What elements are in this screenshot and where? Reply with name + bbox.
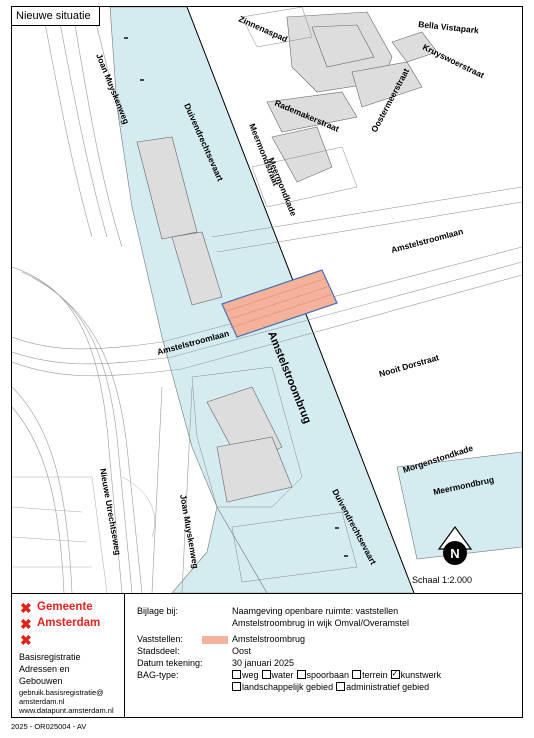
logo-gemeente: Gemeente	[37, 601, 93, 613]
map-area: Zinnenaspad Bella Vistapark Kruyswoerstr…	[12, 7, 522, 593]
bag-option-label: kunstwerk	[400, 670, 442, 680]
north-arrow-icon: N	[437, 525, 473, 565]
footer-code: 2025 - OR025004 - AV	[11, 722, 87, 731]
empty-box-icon	[336, 682, 346, 691]
contact-email-line-2: amsterdam.nl	[19, 697, 65, 706]
bag-option-label: landschappelijk gebied	[242, 682, 334, 692]
datum-label: Datum tekening:	[137, 658, 203, 668]
map-drawing: Zinnenaspad Bella Vistapark Kruyswoerstr…	[12, 7, 522, 593]
empty-box-icon	[232, 670, 241, 679]
dept-line-3: Gebouwen	[19, 676, 63, 686]
contact-website: www.datapunt.amsterdam.nl	[19, 706, 114, 715]
x-mark-icon: ✖	[20, 632, 32, 648]
dept-line-2: Adressen en	[19, 664, 70, 674]
logo-amsterdam: Amsterdam	[37, 617, 101, 629]
bag-type-label: BAG-type:	[137, 670, 179, 680]
x-mark-icon: ✖	[20, 600, 32, 616]
checked-box-icon	[390, 668, 400, 679]
empty-box-icon	[261, 670, 271, 679]
map-title: Nieuwe situatie	[12, 7, 100, 26]
vaststellen-label: Vaststellen:	[137, 634, 183, 644]
logo-column: ✖ ✖ ✖ Gemeente Amsterdam Basisregistrati…	[12, 594, 125, 718]
empty-box-icon	[296, 670, 306, 679]
empty-box-icon	[232, 682, 241, 691]
bag-options-row-2: landschappelijk gebied administratief geb…	[232, 682, 432, 693]
bag-option-label: terrein	[362, 670, 388, 680]
x-mark-icon: ✖	[20, 616, 32, 632]
dept-line-1: Basisregistratie	[19, 652, 81, 662]
empty-box-icon	[352, 670, 362, 679]
north-label: N	[450, 546, 459, 561]
contact-email-line-1: gebruik.basisregistratie@	[19, 688, 104, 697]
bijlage-label: Bijlage bij:	[137, 606, 179, 616]
stadsdeel-label: Stadsdeel:	[137, 646, 180, 656]
bag-option-administratief-gebied: administratief gebied	[336, 682, 429, 692]
bag-option-weg: weg	[232, 670, 259, 680]
bijlage-line-1: Naamgeving openbare ruimte: vaststellen	[232, 606, 399, 616]
bag-option-landschappelijk-gebied: landschappelijk gebied	[232, 682, 333, 692]
bag-option-label: water	[271, 670, 294, 680]
stadsdeel-value: Oost	[232, 646, 252, 656]
highlight-legend-swatch	[202, 636, 228, 644]
bag-option-kunstwerk: kunstwerk	[390, 668, 442, 680]
side-water	[396, 451, 522, 560]
bag-options-row-1: weg water spoorbaan terrein kunstwerk	[232, 668, 444, 681]
lower-water	[171, 506, 268, 593]
scale-label: Schaal 1:2.000	[412, 575, 472, 585]
bag-option-label: administratief gebied	[346, 682, 430, 692]
datum-value: 30 januari 2025	[232, 658, 295, 668]
bag-option-spoorbaan: spoorbaan	[296, 670, 350, 680]
bag-option-terrein: terrein	[352, 670, 388, 680]
bag-option-water: water	[261, 670, 294, 680]
bijlage-line-2: Amstelstroombrug in wijk Omval/Overamste…	[232, 618, 410, 628]
map-title-text: Nieuwe situatie	[16, 10, 91, 22]
vaststellen-value: Amstelstroombrug	[232, 634, 306, 644]
map-sheet: Zinnenaspad Bella Vistapark Kruyswoerstr…	[11, 6, 523, 718]
info-panel: ✖ ✖ ✖ Gemeente Amsterdam Basisregistrati…	[12, 593, 522, 718]
bag-option-label: spoorbaan	[306, 670, 350, 680]
bag-option-label: weg	[242, 670, 259, 680]
bridge-highlight	[221, 269, 338, 338]
